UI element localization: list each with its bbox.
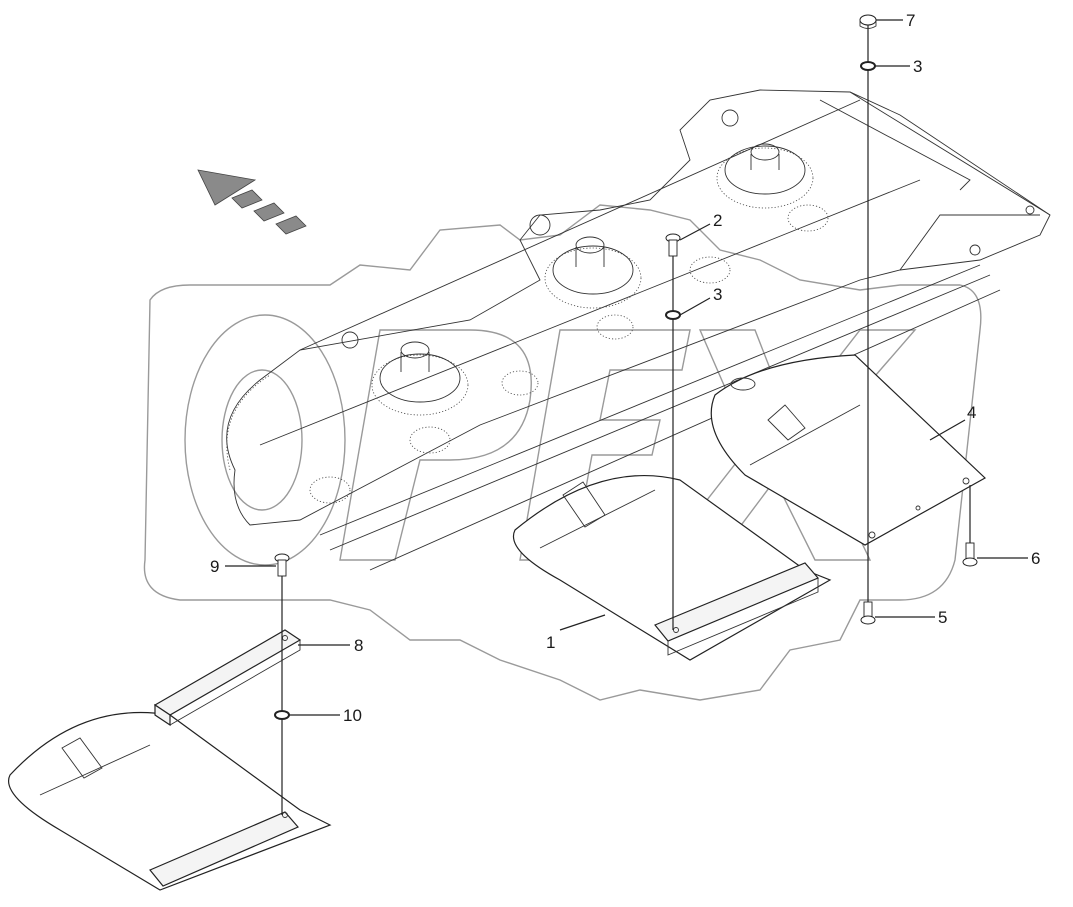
leader-lines (225, 19, 1028, 716)
callouts: 7 3 2 3 4 5 6 9 8 10 1 (210, 11, 1040, 725)
skid-plate-4 (710, 354, 987, 546)
callout-10: 10 (343, 706, 362, 725)
skid-plate-1 (512, 474, 832, 661)
callout-3-mid: 3 (713, 285, 722, 304)
watermark-gear-outline (143, 204, 982, 701)
cutting-disc-3 (716, 143, 814, 209)
bolt-9-icon (274, 553, 290, 577)
bolt-2-icon (665, 233, 681, 257)
bolt-6-icon (962, 542, 978, 567)
callout-3-top: 3 (913, 57, 922, 76)
callout-1: 1 (546, 633, 555, 652)
cutting-disc-1 (371, 341, 469, 416)
nut-7-icon (859, 14, 877, 29)
cutter-bar-frame (226, 89, 1051, 571)
callout-2: 2 (713, 211, 722, 230)
washer-10-icon (274, 710, 290, 720)
cutting-disc-2 (544, 236, 642, 309)
washer-3-mid-icon (665, 310, 681, 320)
disc-bearing-circles (309, 204, 829, 504)
washer-3-top-icon (860, 61, 876, 71)
spacer-bar-8 (153, 629, 302, 727)
callout-6: 6 (1031, 549, 1040, 568)
callout-4: 4 (967, 403, 976, 422)
callout-5: 5 (938, 608, 947, 627)
callout-7: 7 (906, 11, 915, 30)
callout-9: 9 (210, 557, 219, 576)
callout-8: 8 (354, 636, 363, 655)
bolt-5-icon (860, 601, 876, 625)
direction-arrow-icon (197, 169, 307, 235)
